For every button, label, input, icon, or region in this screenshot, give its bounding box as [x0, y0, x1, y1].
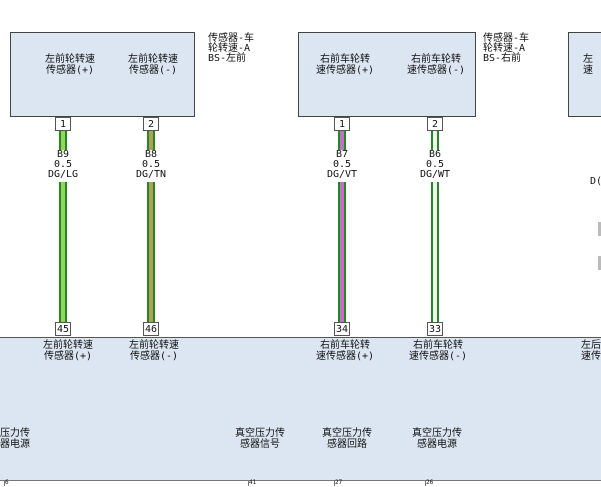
wire-dg-lg	[59, 131, 67, 150]
module-lower-label: 真空压力传 感器回路	[322, 428, 372, 450]
top-connector-pin: 1	[55, 117, 71, 131]
wire-code: B9	[56, 149, 70, 160]
footer-strip	[0, 480, 601, 487]
footer-cell: 26	[425, 480, 454, 486]
footer-cell: 6	[4, 480, 33, 486]
wire-color-code: DG/TN	[135, 169, 167, 180]
left-front-wheel-speed-sensor-box	[10, 32, 195, 117]
top-connector-pin: 2	[427, 117, 443, 131]
sensor-port-label: 右前车轮转 速传感器(+)	[315, 54, 375, 76]
wire-gauge: 0.5	[141, 159, 161, 170]
wire-spec-label: B8 0.5 DG/TN	[129, 150, 173, 180]
module-lower-label: 真空压力传 感器电源	[412, 428, 462, 450]
wire-spec-label: B6 0.5 DG/WT	[413, 150, 457, 180]
wire-dg-vt	[338, 131, 346, 150]
wire-gauge: 0.5	[53, 159, 73, 170]
bottom-connector-pin: 34	[334, 322, 350, 336]
bottom-connector-pin: 45	[55, 322, 71, 336]
wire-dg-tn	[147, 182, 155, 322]
top-connector-pin: 1	[334, 117, 350, 131]
module-pin-label: 右前车轮转 速传感器(-)	[408, 340, 468, 362]
partial-wire-marker	[598, 222, 601, 236]
module-lower-label: 真空压力传 感器信号	[235, 428, 285, 450]
module-pin-label: 左前轮转速 传感器(-)	[129, 340, 179, 362]
wire-dg-tn	[147, 131, 155, 150]
module-pin-label: 右前车轮转 速传感器(+)	[315, 340, 375, 362]
partial-sensor-box	[568, 32, 601, 117]
wire-gauge: 0.5	[425, 159, 445, 170]
bottom-connector-pin: 46	[143, 322, 159, 336]
sensor-port-label: 右前车轮转 速传感器(-)	[406, 54, 466, 76]
wire-dg-wt	[431, 131, 439, 150]
wire-dg-wt	[431, 182, 439, 322]
footer-cell: 27	[334, 480, 363, 486]
module-pin-label: 左前轮转速 传感器(+)	[43, 340, 93, 362]
top-connector-pin: 2	[143, 117, 159, 131]
footer-cell: 41	[248, 480, 277, 486]
sensor-port-label: 左前轮转速 传感器(+)	[45, 54, 95, 76]
module-lower-label: 压力传 器电源	[0, 428, 30, 450]
sensor-side-label: 传感器-车 轮转速-A BS-右前	[483, 33, 530, 64]
module-pin-label-partial: 左后 速传	[581, 340, 601, 362]
wire-color-code: DG/VT	[326, 169, 358, 180]
partial-sensor-label: 左 速	[583, 54, 593, 76]
sensor-side-label: 传感器-车 轮转速-A BS-左前	[208, 33, 255, 64]
control-module-box	[0, 337, 601, 480]
wire-spec-label: B7 0.5 DG/VT	[320, 150, 364, 180]
wire-dg-lg	[59, 182, 67, 322]
wire-color-code: DG/WT	[419, 169, 451, 180]
sensor-port-label: 左前轮转速 传感器(-)	[128, 54, 178, 76]
wire-color-code: DG/LG	[47, 169, 79, 180]
right-front-wheel-speed-sensor-box	[298, 32, 476, 117]
wire-spec-label: B9 0.5 DG/LG	[41, 150, 85, 180]
wire-code: B6	[428, 149, 442, 160]
bottom-connector-pin: 33	[427, 322, 443, 336]
wire-gauge: 0.5	[332, 159, 352, 170]
partial-wire-code: D(	[590, 176, 601, 187]
partial-wire-marker	[598, 256, 601, 270]
wire-dg-vt	[338, 182, 346, 322]
wire-code: B8	[144, 149, 158, 160]
wire-code: B7	[335, 149, 349, 160]
